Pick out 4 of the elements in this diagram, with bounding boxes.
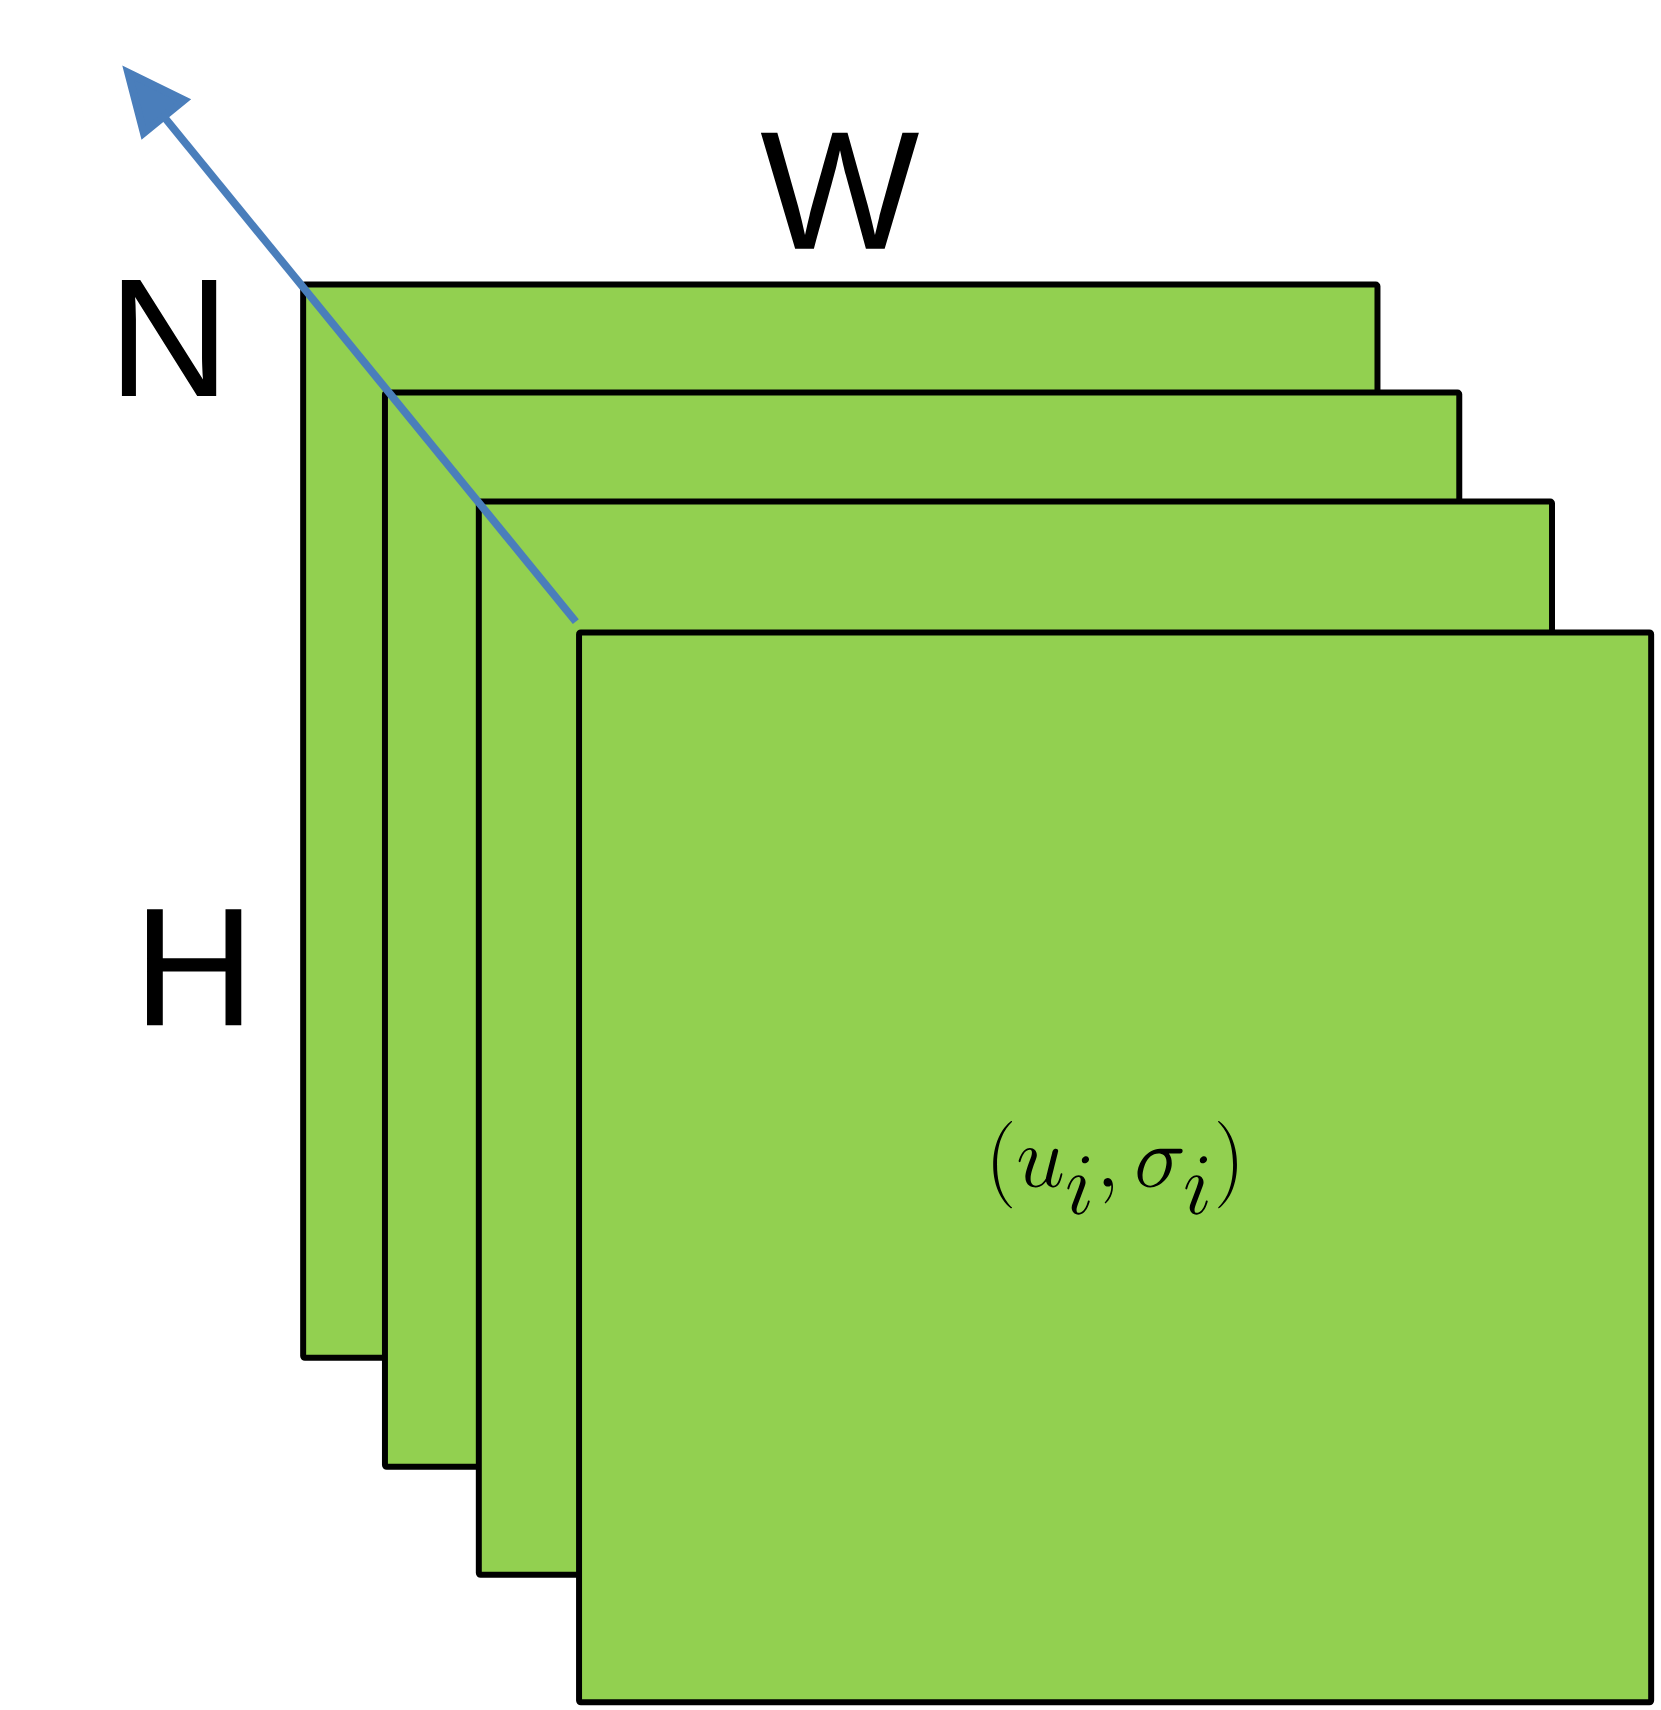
panel: $(u_i, \sigma_i)$: [576, 629, 1655, 1706]
axis-label: W: [760, 132, 919, 249]
axis-label: N: [121, 279, 217, 396]
axis-label: H: [147, 909, 242, 1026]
